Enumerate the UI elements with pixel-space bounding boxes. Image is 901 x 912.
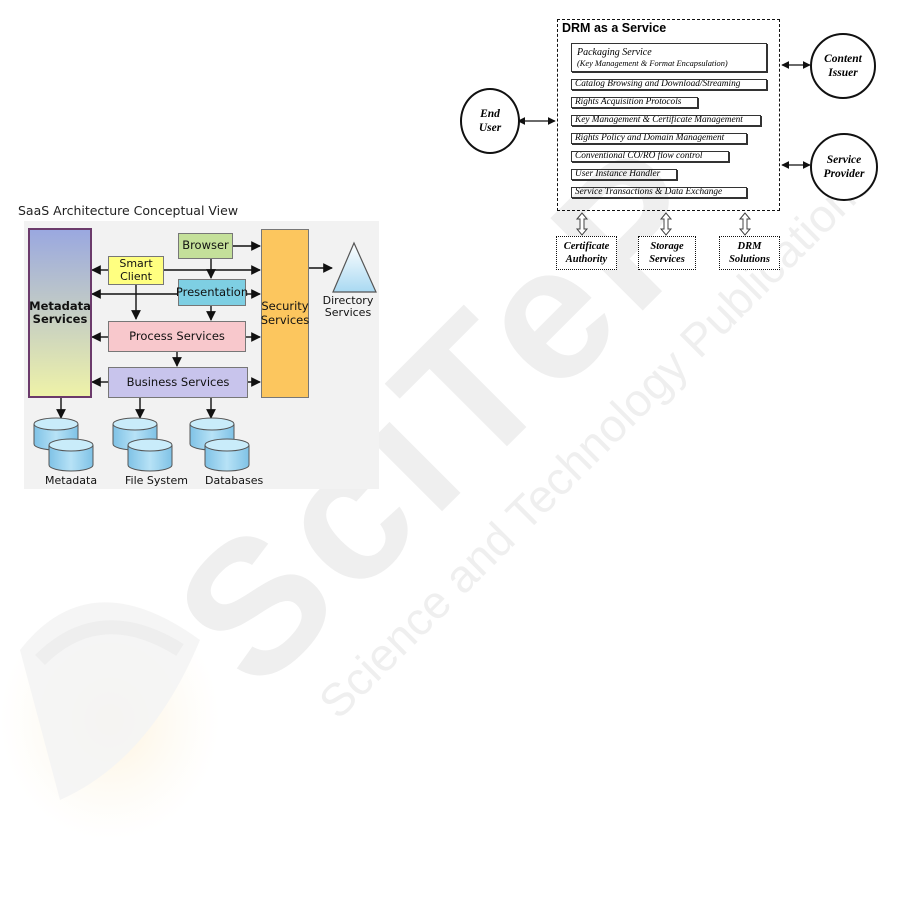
metadata-services-line1: Metadata [29, 298, 91, 313]
store-label-databases: Databases [205, 474, 264, 487]
drm-item-rights-policy: Rights Policy and Domain Management [571, 133, 747, 144]
process-services-box: Process Services [108, 321, 246, 352]
store-label-file-system: File System [125, 474, 188, 487]
drm-packaging-label: Packaging Service [577, 47, 652, 58]
filesystem-cylinder-2 [127, 438, 173, 472]
drm-solutions-line2: Solutions [729, 254, 770, 265]
drm-packaging-sublabel: (Key Management & Format Encapsulation) [577, 59, 728, 68]
storage-services-line2: Services [649, 254, 685, 265]
database-cylinder-2 [204, 438, 250, 472]
drm-item-user-instance: User Instance Handler [571, 169, 677, 180]
business-services-box: Business Services [108, 367, 248, 398]
browser-box: Browser [178, 233, 233, 259]
metadata-services-line2: Services [32, 312, 88, 326]
drm-item-rights-acquisition: Rights Acquisition Protocols [571, 97, 698, 108]
drm-packaging-service: Packaging Service (Key Management & Form… [571, 43, 767, 72]
drm-service-frame [557, 19, 780, 211]
presentation-box: Presentation [176, 279, 248, 306]
watermark-logo [0, 600, 220, 840]
directory-services-icon [332, 241, 377, 293]
security-services-line1: Security [261, 299, 309, 314]
store-label-metadata: Metadata [45, 474, 98, 487]
drm-item-service-transactions: Service Transactions & Data Exchange [571, 187, 747, 198]
directory-services-line2: Services [324, 306, 372, 320]
service-provider-line2: Provider [823, 168, 865, 180]
drm-item-key-management: Key Management & Certificate Management [571, 115, 761, 126]
end-user-line1: End [480, 107, 500, 120]
metadata-db-cylinder-2 [48, 438, 94, 472]
smart-client-line1: Smart [119, 256, 153, 270]
security-services-line2: Services [260, 312, 310, 327]
content-issuer-line2: Issuer [828, 67, 858, 79]
drm-item-flow-control: Conventional CO/RO flow control [571, 151, 729, 162]
smart-client-line2: Client [120, 269, 152, 283]
storage-services-line1: Storage [650, 240, 684, 252]
drm-solutions-box: DRM Solutions [719, 236, 780, 270]
end-user-line2: User [478, 122, 502, 134]
certificate-authority-line2: Authority [565, 254, 608, 265]
drm-item-catalog: Catalog Browsing and Download/Streaming [571, 79, 767, 90]
directory-services-line1: Directory [322, 294, 374, 307]
certificate-authority-line1: Certificate [563, 240, 610, 252]
saas-diagram-title: SaaS Architecture Conceptual View [18, 203, 239, 218]
content-issuer-line1: Content [824, 52, 862, 65]
drm-service-title: DRM as a Service [562, 21, 667, 35]
drm-solutions-line1: DRM [737, 240, 762, 252]
service-provider-line1: Service [826, 153, 862, 166]
